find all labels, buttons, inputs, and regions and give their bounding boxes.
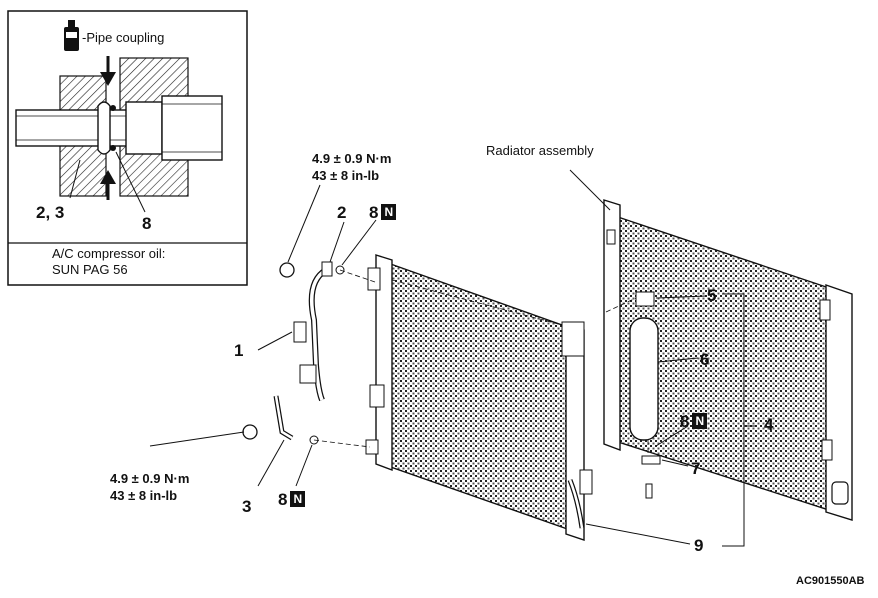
radiator-assembly-label: Radiator assembly [486,143,594,158]
new-part-badge: N [381,204,397,220]
torque-top-imperial: 43 ± 8 in-lb [312,168,380,183]
pipe-9 [567,479,585,529]
alignment-lines [313,269,649,456]
new-part-badge: N [290,491,306,507]
callout-9: 9 [694,536,704,555]
callout-8-top-number: 8 [369,203,379,222]
oil-bottle-icon [64,20,79,51]
callout-8-bottom-number: 8 [278,490,288,509]
callout-1: 1 [234,341,244,360]
figure-code: AC901550AB [796,575,865,587]
inset-part-label: 2, 3 [36,203,65,222]
pipe-coupling-inset [7,10,248,286]
oil-spec-line1: A/C compressor oil: [52,246,166,261]
callout-8-drier-number: 8 [680,412,690,431]
callout-7: 7 [691,459,701,478]
new-part-badge: N [692,413,708,429]
leader-lines [149,184,756,547]
receiver-drier [629,291,661,499]
callout-5: 5 [707,286,717,305]
torque-spec-bottom: 4.9 ± 0.9 N·m 43 ± 8 in-lb [110,470,189,504]
oil-spec-line2: SUN PAG 56 [52,262,128,277]
pipe-1 [279,261,345,402]
torque-bottom-metric: 4.9 ± 0.9 N·m [110,471,190,486]
inset-oring-label: 8 [142,214,152,233]
torque-top-metric: 4.9 ± 0.9 N·m [312,151,392,166]
callout-6: 6 [700,350,710,369]
arrow-up-icon [100,170,116,200]
pipe-3 [242,395,319,445]
torque-spec-top: 4.9 ± 0.9 N·m 43 ± 8 in-lb [312,150,391,184]
callout-3: 3 [242,497,252,516]
callout-4: 4 [764,415,774,434]
torque-bottom-imperial: 43 ± 8 in-lb [110,488,178,503]
radiator-assembly [569,169,853,521]
arrow-down-icon [100,56,116,86]
condenser [365,254,593,541]
pipe-coupling-legend: -Pipe coupling [82,30,165,45]
callout-2: 2 [337,203,347,222]
